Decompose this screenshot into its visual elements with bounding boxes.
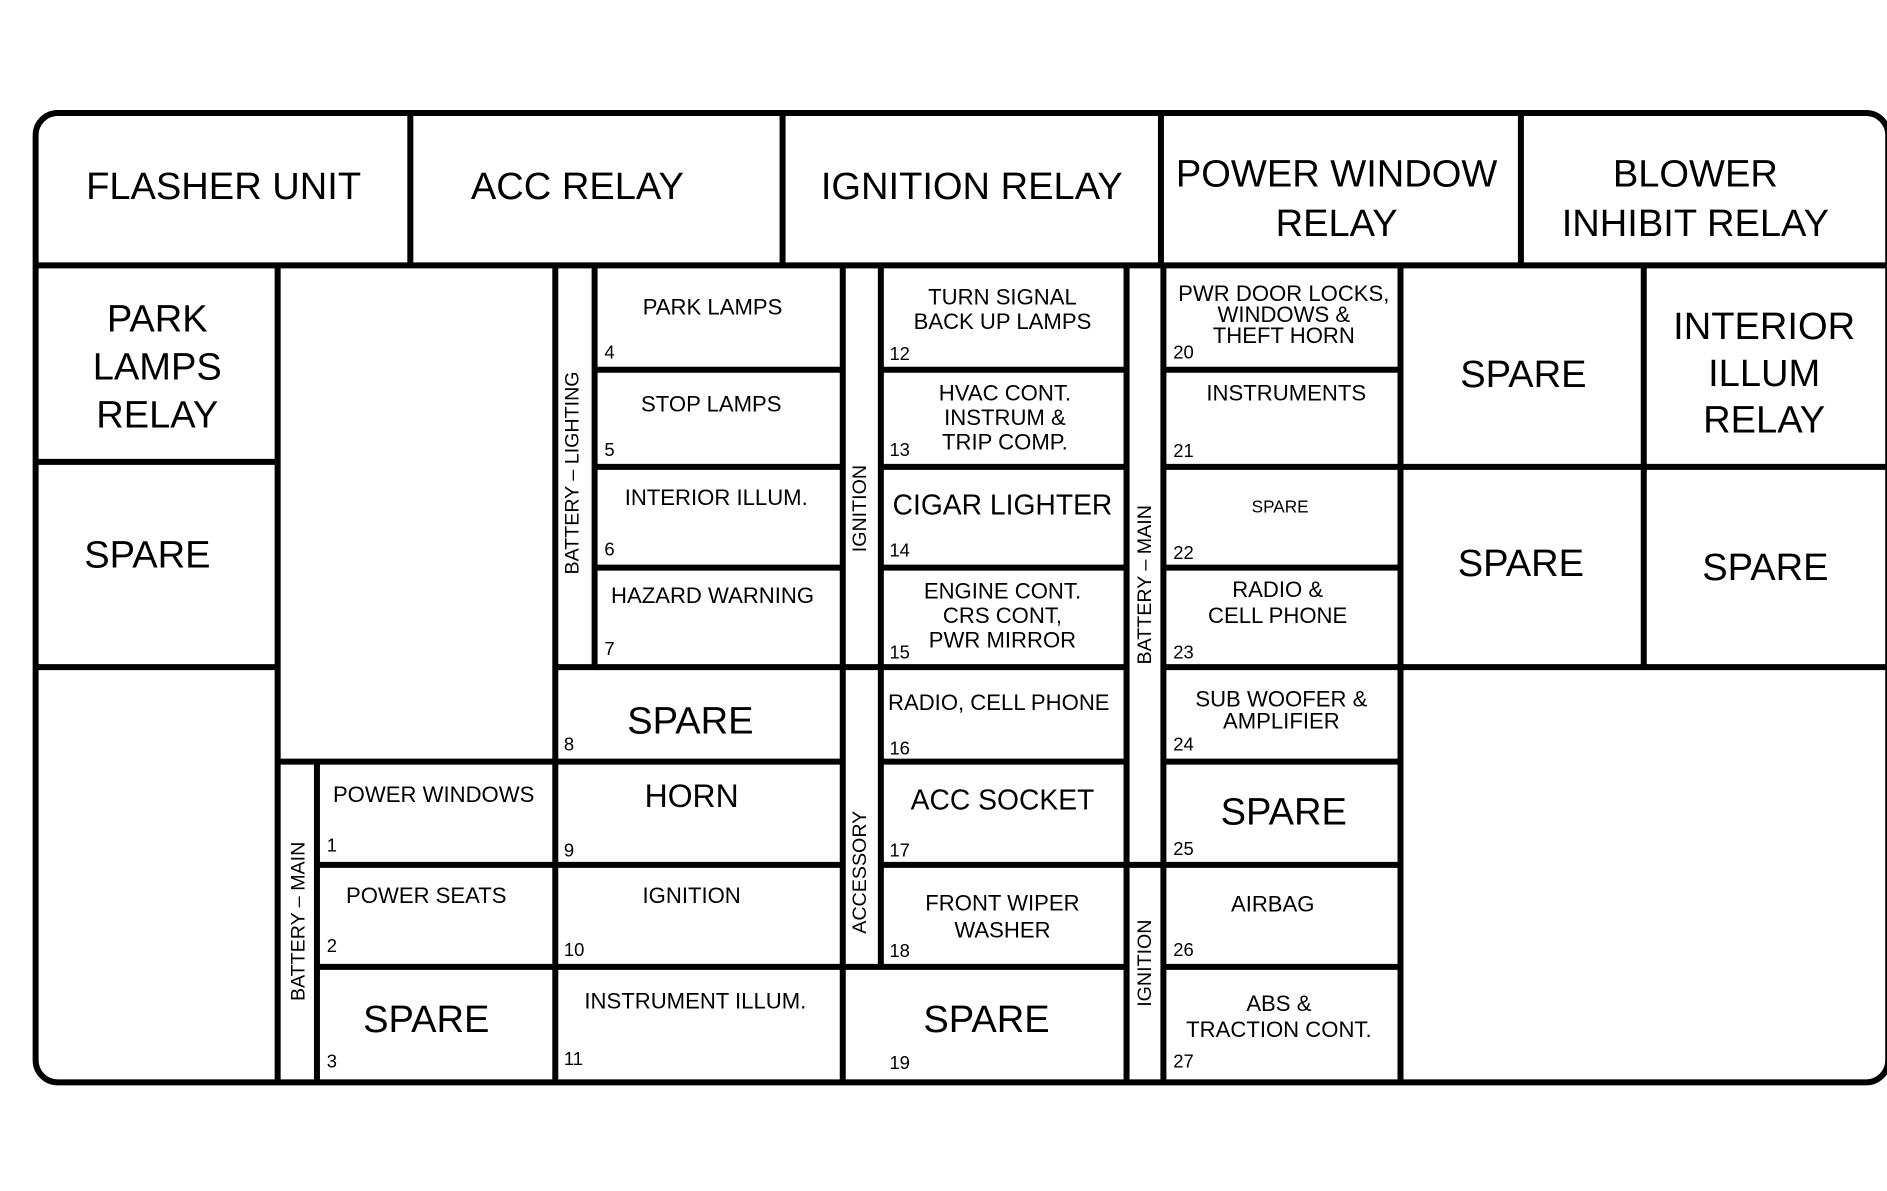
fuse-8-label: SPARE	[627, 700, 753, 742]
fuse-26-number: 26	[1173, 939, 1193, 960]
bus-label-battery-main: BATTERY – MAIN	[288, 842, 310, 1001]
fuse-17-number: 17	[889, 839, 909, 860]
fuse-4-number: 4	[604, 342, 614, 363]
fuse-19-label: SPARE	[923, 999, 1049, 1041]
fuse-12-number: 12	[889, 343, 909, 364]
fuse-15-label: ENGINE CONT.CRS CONT,PWR MIRROR	[924, 578, 1081, 652]
fuse-9-label: HORN	[645, 778, 739, 814]
fuse-22-number: 22	[1173, 542, 1193, 563]
fuse-7-label: HAZARD WARNING	[611, 583, 814, 608]
bus-label-ignition: IGNITION	[849, 465, 871, 552]
fuse-16-label: RADIO, CELL PHONE	[888, 690, 1110, 715]
fuse-2-number: 2	[327, 935, 337, 956]
fuse-24-number: 24	[1173, 734, 1193, 755]
fuse-15-number: 15	[889, 641, 909, 662]
fuse-11-number: 11	[564, 1048, 583, 1069]
fuse-24-label: SUB WOOFER &AMPLIFIER	[1195, 686, 1367, 733]
relay-flasher-unit: FLASHER UNIT	[86, 166, 361, 208]
spare-relay-left: SPARE	[84, 535, 210, 577]
relay-acc: ACC RELAY	[471, 166, 684, 208]
fuse-1-number: 1	[327, 834, 337, 855]
fuse-17-label: ACC SOCKET	[911, 784, 1095, 816]
fuse-21-label: INSTRUMENTS	[1206, 380, 1366, 405]
bus-label-battery-main: BATTERY – MAIN	[1134, 505, 1156, 664]
fuse-block-outline	[32, 110, 1887, 1086]
fuse-5-label: STOP LAMPS	[641, 392, 782, 417]
fuse-2-label: POWER SEATS	[346, 883, 507, 908]
fuse-27-number: 27	[1173, 1051, 1193, 1072]
fuse-5-number: 5	[604, 439, 614, 460]
fuse-4-label: PARK LAMPS	[643, 295, 783, 320]
fuse-23-number: 23	[1173, 641, 1193, 662]
fuse-19-number: 19	[889, 1052, 909, 1073]
fuse-25-number: 25	[1173, 838, 1193, 859]
fuse-20-number: 20	[1173, 342, 1193, 363]
fuse-14-number: 14	[889, 540, 909, 561]
relay-ignition: IGNITION RELAY	[821, 166, 1123, 208]
fuse-23-label: RADIO &CELL PHONE	[1208, 577, 1347, 628]
bus-label-ignition: IGNITION	[1134, 920, 1156, 1007]
fuse-26-label: AIRBAG	[1231, 892, 1315, 917]
fuse-1-label: POWER WINDOWS	[333, 782, 534, 807]
fuse-10-label: IGNITION	[643, 883, 741, 908]
spare-relay: SPARE	[1460, 354, 1586, 396]
fuse-18-number: 18	[889, 940, 909, 961]
fuse-25-label: SPARE	[1221, 791, 1347, 833]
fuse-6-label: INTERIOR ILLUM.	[625, 485, 808, 510]
fuse-10-number: 10	[564, 939, 584, 960]
bus-label-battery-lighting: BATTERY – LIGHTING	[561, 371, 583, 574]
fuse-9-number: 9	[564, 839, 574, 860]
bus-label-accessory: ACCESSORY	[849, 811, 871, 934]
fuse-13-number: 13	[889, 439, 909, 460]
spare-relay: SPARE	[1458, 543, 1584, 585]
spare-relay: SPARE	[1702, 547, 1828, 589]
fuse-21-number: 21	[1173, 440, 1193, 461]
fuse-13-label: HVAC CONT.INSTRUM &TRIP COMP.	[939, 380, 1071, 454]
fuse-3-number: 3	[327, 1051, 337, 1072]
fuse-11-label: INSTRUMENT ILLUM.	[584, 989, 806, 1014]
fuse-20-label: PWR DOOR LOCKS,WINDOWS &THEFT HORN	[1178, 281, 1389, 348]
fuse-22-label: SPARE	[1252, 496, 1309, 516]
fuse-7-number: 7	[604, 638, 614, 659]
fuse-6-number: 6	[604, 538, 614, 559]
fuse-14-label: CIGAR LIGHTER	[893, 489, 1113, 521]
fuse-8-number: 8	[564, 734, 574, 755]
fuse-3-label: SPARE	[363, 999, 489, 1041]
fuse-16-number: 16	[889, 737, 909, 758]
fuse-27-label: ABS &TRACTION CONT.	[1186, 991, 1371, 1042]
